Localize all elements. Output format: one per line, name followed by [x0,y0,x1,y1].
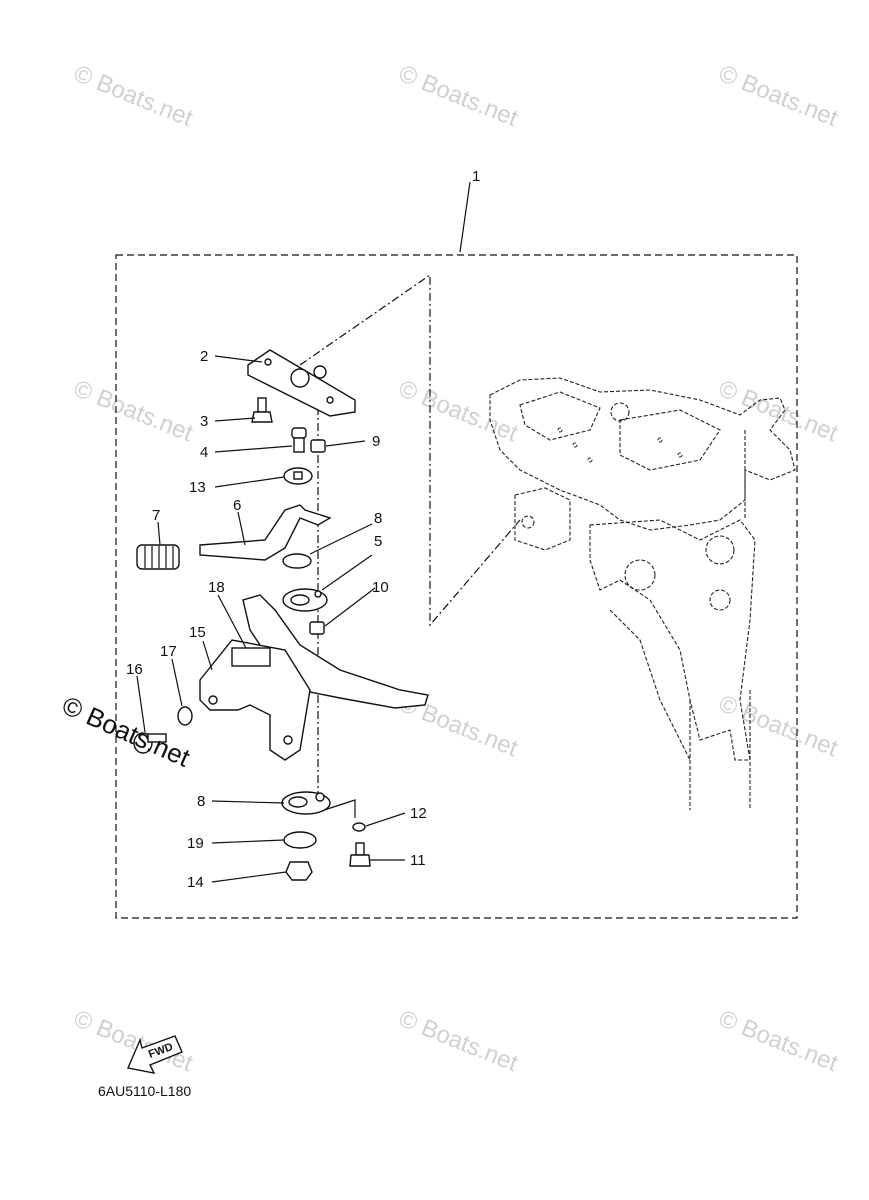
part-collar-8-upper [282,588,328,612]
callout-10: 10 [372,579,389,596]
callout-17: 17 [160,643,177,660]
part-bolt-11 [349,842,371,867]
callout-1: 1 [472,168,480,185]
callout-14: 14 [187,874,204,891]
drawing-code: 6AU5110-L180 [98,1083,192,1099]
callout-9: 9 [372,433,380,450]
part-washer-19 [283,831,317,849]
part-plate [247,349,356,417]
bracket-ghost-outline [489,377,796,810]
callout-8-lower: 8 [197,793,205,810]
callout-3: 3 [200,413,208,430]
leader-lines [136,181,471,883]
part-washer-13 [283,467,313,485]
callout-6: 6 [233,497,241,514]
fwd-arrow-icon: FWD [127,1035,183,1074]
part-bolt-16 [133,732,167,754]
callout-16: 16 [126,661,143,678]
callout-8-upper: 8 [374,510,382,527]
assembly-boundary [115,254,798,919]
part-grip-7 [136,544,180,570]
callout-12: 12 [410,805,427,822]
part-nut-14 [285,861,313,881]
part-washer-5 [282,553,312,569]
callout-15: 15 [189,624,206,641]
callout-18: 18 [208,579,225,596]
part-nut-10 [309,621,325,635]
part-washer-12 [352,822,366,832]
callout-13: 13 [189,479,206,496]
callout-labels: 1 2 3 4 5 6 7 8 8 9 10 11 12 13 14 15 16… [126,168,480,891]
callout-19: 19 [187,835,204,852]
assembly-guide-lines [299,273,521,818]
part-nut-9 [310,439,326,453]
callout-11: 11 [410,852,426,869]
part-lever-6 [199,504,332,561]
callout-5: 5 [374,533,382,550]
part-washer-17 [177,706,193,726]
callout-4: 4 [200,444,208,461]
part-collar-8-lower [281,791,331,815]
callout-7: 7 [152,507,160,524]
part-bolt-4 [291,427,307,453]
callout-2: 2 [200,348,208,365]
part-bracket-15 [199,639,311,761]
